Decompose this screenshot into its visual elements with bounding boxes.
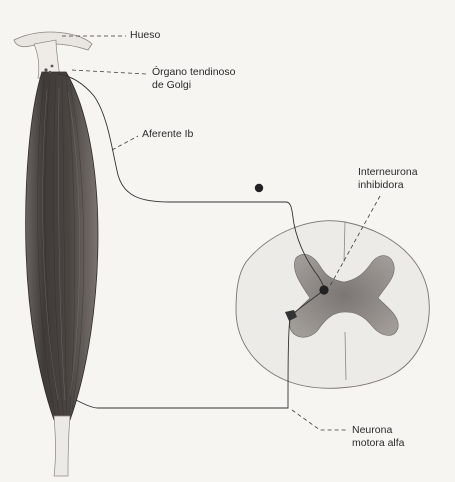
lower-tendon <box>54 416 70 476</box>
label-neurona-line2: motora alfa <box>352 437 405 449</box>
label-aferente-ib: Aferente Ib <box>142 128 193 140</box>
interneuron-body <box>319 285 328 294</box>
leader-organo <box>72 70 146 74</box>
label-organo-tendinoso-line1: Órgano tendinoso <box>152 66 235 78</box>
label-hueso: Hueso <box>130 29 160 41</box>
dorsal-root-ganglion <box>255 184 263 192</box>
label-neurona-line1: Neurona <box>352 424 392 436</box>
label-organo-tendinoso-line2: de Golgi <box>152 79 191 91</box>
leader-neurona <box>292 410 348 430</box>
muscle-belly <box>26 72 98 420</box>
label-interneurona-line1: Interneurona <box>358 166 418 178</box>
label-interneurona-line2: inhibidora <box>358 179 404 191</box>
leader-aferente <box>112 136 138 150</box>
